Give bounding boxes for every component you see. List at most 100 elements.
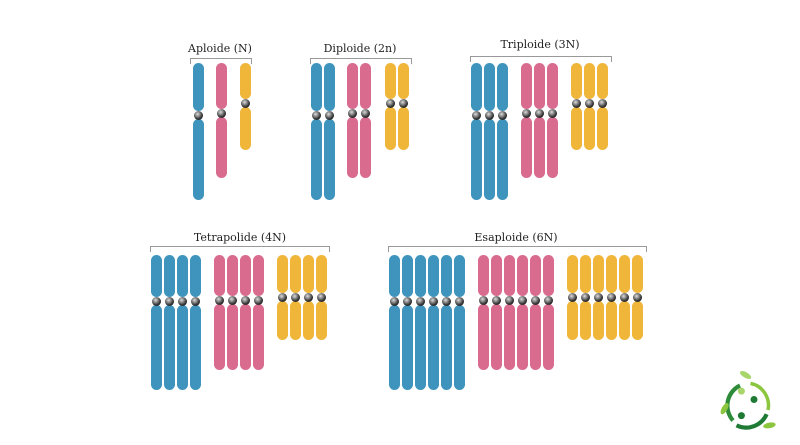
blue-chromosome-arm: [164, 305, 175, 390]
centromere: [386, 99, 395, 108]
centromere: [505, 296, 514, 305]
centromere: [312, 111, 321, 120]
centromere: [191, 297, 200, 306]
pink-chromosome-arm: [216, 63, 227, 109]
blue-chromosome-arm: [311, 63, 322, 111]
centromere: [399, 99, 408, 108]
pink-chromosome-arm: [547, 117, 558, 178]
yellow-chromosome-arm: [385, 63, 396, 99]
blue-chromosome-arm: [193, 63, 204, 111]
centromere: [620, 293, 629, 302]
centromere: [581, 293, 590, 302]
centromere: [633, 293, 642, 302]
pink-chromosome-arm: [517, 255, 528, 296]
pink-chromosome-arm: [214, 255, 225, 296]
blue-chromosome-arm: [454, 305, 465, 390]
centromere: [598, 99, 607, 108]
yellow-chromosome-arm: [240, 107, 251, 150]
blue-chromosome-arm: [428, 305, 439, 390]
group-bracket: [388, 246, 647, 252]
group-bracket: [310, 58, 412, 64]
blue-chromosome-arm: [497, 119, 508, 200]
blue-chromosome-arm: [484, 63, 495, 111]
pink-chromosome-arm: [504, 255, 515, 296]
pink-chromosome-arm: [360, 63, 371, 109]
yellow-chromosome-arm: [584, 107, 595, 150]
pink-chromosome-arm: [504, 304, 515, 370]
blue-chromosome-arm: [471, 63, 482, 111]
blue-chromosome-arm: [311, 119, 322, 200]
group-label-aploide: Aploide (N): [188, 42, 252, 55]
yellow-chromosome-arm: [303, 301, 314, 340]
centromere: [194, 111, 203, 120]
blue-chromosome-arm: [190, 305, 201, 390]
yellow-chromosome-arm: [593, 255, 604, 293]
centromere: [361, 109, 370, 118]
blue-chromosome-arm: [402, 255, 413, 297]
yellow-chromosome-arm: [584, 63, 595, 99]
yellow-chromosome-arm: [277, 301, 288, 340]
blue-chromosome-arm: [415, 255, 426, 297]
centromere: [416, 297, 425, 306]
centromere: [165, 297, 174, 306]
pink-chromosome-arm: [491, 255, 502, 296]
group-label-esaploide: Esaploide (6N): [474, 231, 558, 244]
centromere: [178, 297, 187, 306]
centromere: [607, 293, 616, 302]
centromere: [390, 297, 399, 306]
pink-chromosome-arm: [491, 304, 502, 370]
blue-chromosome-arm: [428, 255, 439, 297]
pink-chromosome-arm: [227, 255, 238, 296]
pink-chromosome-arm: [534, 117, 545, 178]
leaf-circle-logo: [720, 371, 776, 430]
centromere: [455, 297, 464, 306]
pink-chromosome-arm: [347, 63, 358, 109]
group-bracket: [150, 246, 330, 252]
centromere: [215, 296, 224, 305]
centromere: [531, 296, 540, 305]
blue-chromosome-arm: [497, 63, 508, 111]
pink-chromosome-arm: [521, 63, 532, 109]
centromere: [348, 109, 357, 118]
centromere: [522, 109, 531, 118]
yellow-chromosome-arm: [290, 255, 301, 293]
pink-chromosome-arm: [253, 304, 264, 370]
blue-chromosome-arm: [177, 255, 188, 297]
centromere: [479, 296, 488, 305]
yellow-chromosome-arm: [632, 301, 643, 340]
centromere: [429, 297, 438, 306]
yellow-chromosome-arm: [580, 255, 591, 293]
yellow-chromosome-arm: [316, 255, 327, 293]
yellow-chromosome-arm: [385, 107, 396, 150]
centromere: [535, 109, 544, 118]
pink-chromosome-arm: [253, 255, 264, 296]
blue-chromosome-arm: [441, 255, 452, 297]
centromere: [291, 293, 300, 302]
centromere: [568, 293, 577, 302]
centromere: [317, 293, 326, 302]
centromere: [572, 99, 581, 108]
blue-chromosome-arm: [193, 119, 204, 200]
blue-chromosome-arm: [402, 305, 413, 390]
centromere: [403, 297, 412, 306]
centromere: [548, 109, 557, 118]
centromere: [518, 296, 527, 305]
pink-chromosome-arm: [240, 255, 251, 296]
blue-chromosome-arm: [190, 255, 201, 297]
blue-chromosome-arm: [151, 255, 162, 297]
blue-chromosome-arm: [324, 63, 335, 111]
centromere: [498, 111, 507, 120]
centromere: [304, 293, 313, 302]
pink-chromosome-arm: [216, 117, 227, 178]
group-bracket: [190, 58, 252, 64]
centromere: [442, 297, 451, 306]
pink-chromosome-arm: [360, 117, 371, 178]
centromere: [278, 293, 287, 302]
blue-chromosome-arm: [151, 305, 162, 390]
blue-chromosome-arm: [484, 119, 495, 200]
pink-chromosome-arm: [347, 117, 358, 178]
blue-chromosome-arm: [164, 255, 175, 297]
pink-chromosome-arm: [478, 304, 489, 370]
centromere: [241, 99, 250, 108]
